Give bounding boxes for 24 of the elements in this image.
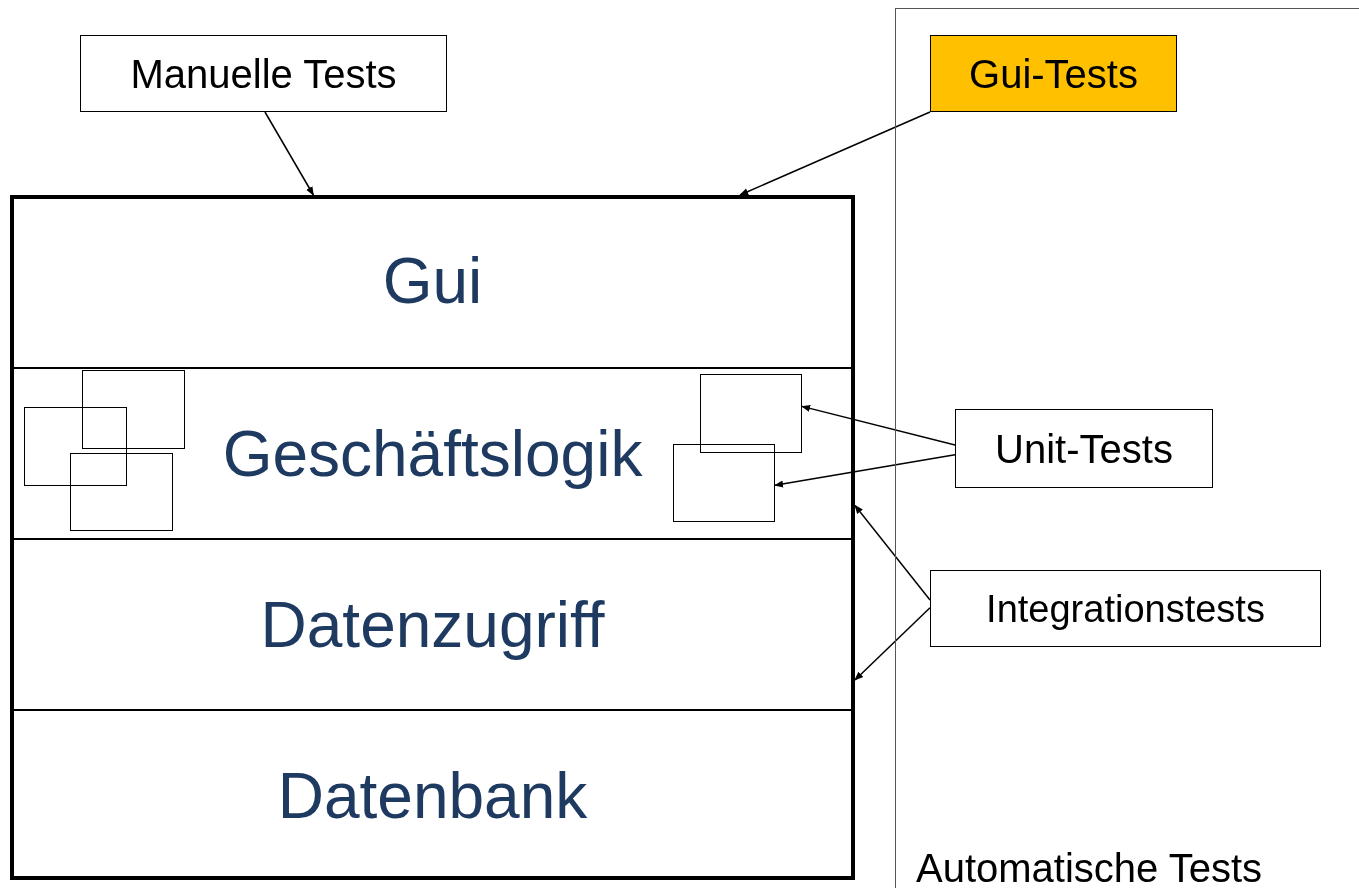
label-box — [930, 35, 1177, 112]
arrow — [739, 111, 931, 196]
label-box — [955, 409, 1213, 488]
label-text: Manuelle Tests — [130, 53, 397, 94]
component-square — [82, 370, 185, 449]
arrow — [774, 454, 956, 488]
component-square — [700, 374, 802, 453]
arrow — [854, 607, 931, 681]
layer-label: Datenbank — [277, 763, 588, 828]
label-box — [930, 570, 1321, 647]
layer-label: Gui — [382, 249, 483, 313]
component-square — [70, 453, 173, 531]
arrow — [801, 404, 956, 446]
label-text: Integrationstests — [986, 589, 1265, 628]
component-square — [673, 444, 775, 522]
label-text: Unit-Tests — [995, 428, 1173, 469]
region-label: Automatische Tests — [916, 848, 1263, 888]
region-panel — [895, 8, 1359, 888]
label-text: Gui-Tests — [969, 53, 1138, 94]
arrow — [854, 504, 931, 601]
component-square — [24, 407, 127, 486]
label-box — [80, 35, 447, 112]
layer-stack — [10, 195, 855, 880]
arrow — [264, 111, 315, 196]
